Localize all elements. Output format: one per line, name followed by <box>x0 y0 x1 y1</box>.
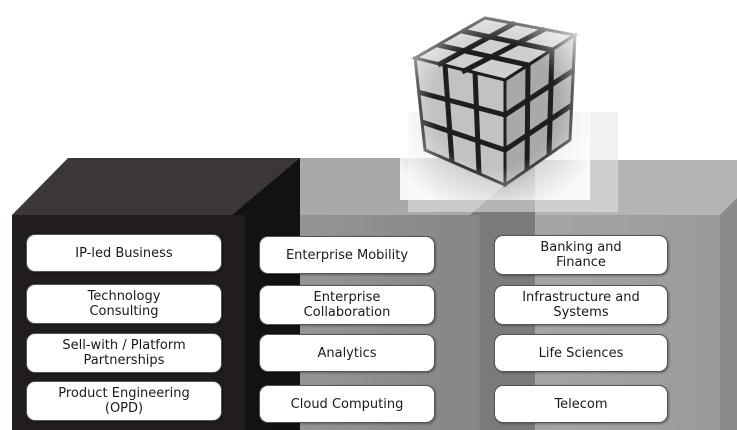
service-item-technology-consulting: Technology Consulting <box>26 284 222 324</box>
service-offerings-block-top <box>12 158 300 215</box>
rubiks-cube-graphic <box>400 10 618 212</box>
service-item-ip-led-business: IP-led Business <box>26 234 222 272</box>
service-item-product-engineering: Product Engineering (OPD) <box>26 381 222 421</box>
industry-item-infrastructure-systems: Infrastructure and Systems <box>494 285 668 325</box>
technology-item-enterprise-mobility: Enterprise Mobility <box>259 236 435 274</box>
industry-item-telecom: Telecom <box>494 385 668 423</box>
industry-item-banking-finance: Banking and Finance <box>494 235 668 275</box>
industry-block-side <box>720 198 737 430</box>
technology-item-cloud-computing: Cloud Computing <box>259 385 435 423</box>
industry-item-life-sciences: Life Sciences <box>494 334 668 372</box>
service-item-sell-with-platform: Sell-with / Platform Partnerships <box>26 333 222 373</box>
technology-item-analytics: Analytics <box>259 334 435 372</box>
technology-item-enterprise-collaboration: Enterprise Collaboration <box>259 285 435 325</box>
